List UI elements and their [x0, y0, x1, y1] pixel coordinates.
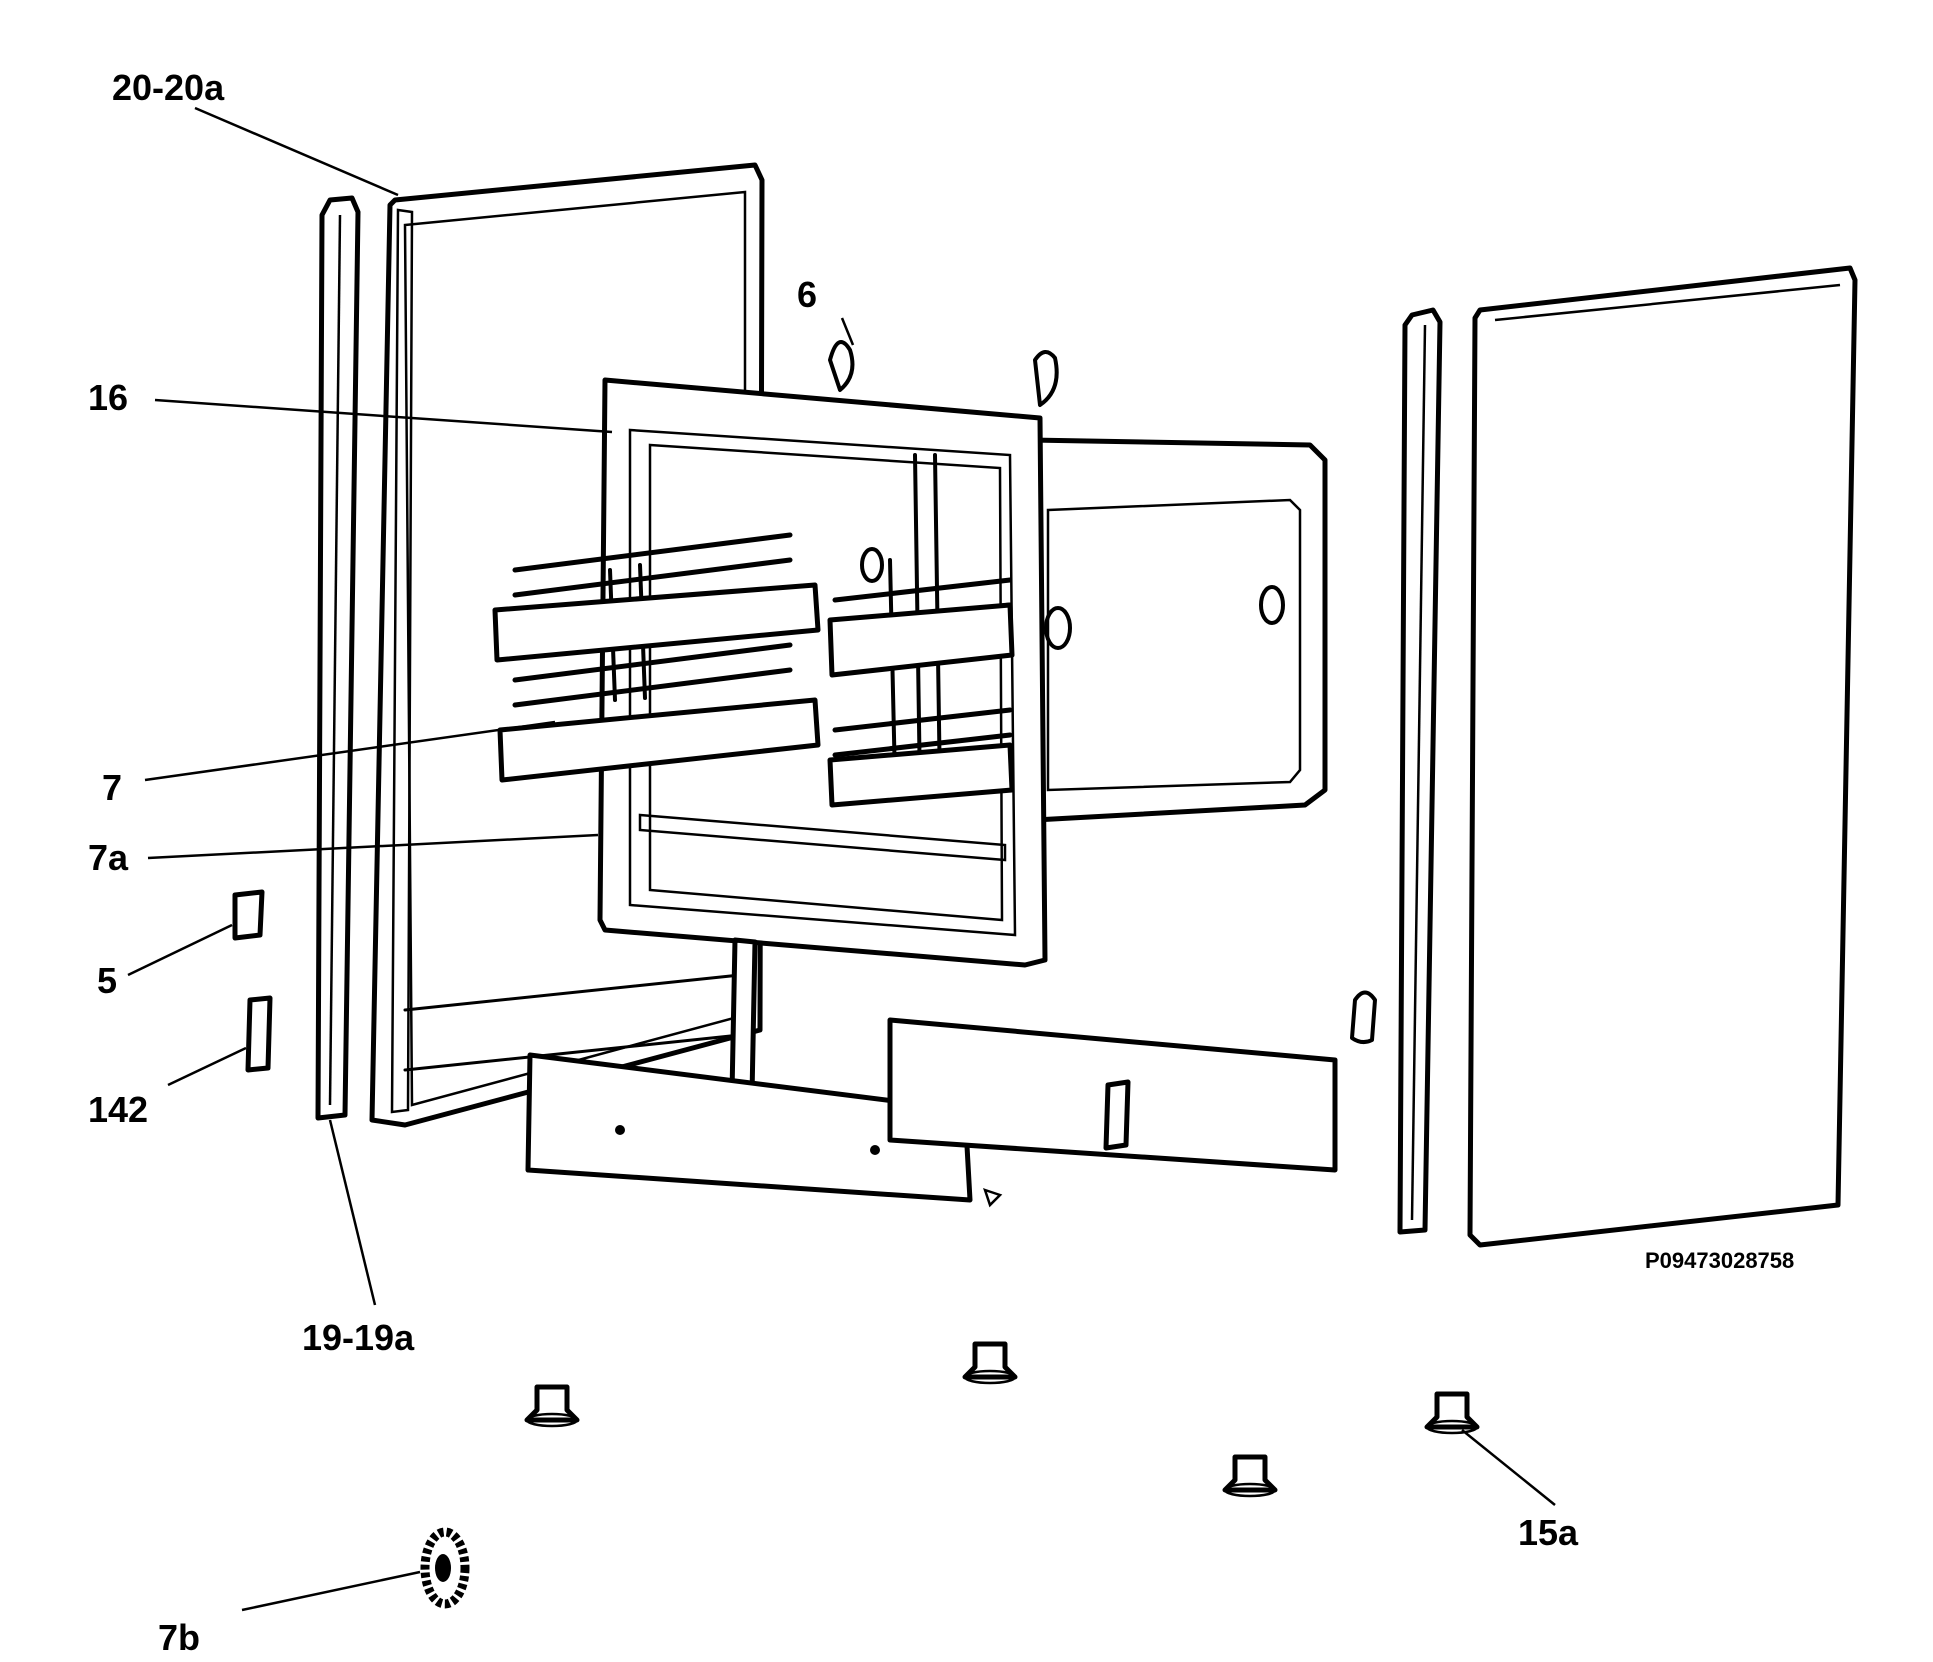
right-front-profile	[1397, 307, 1443, 1235]
oven-cavity	[492, 340, 1328, 968]
part-5-clip	[232, 889, 265, 941]
label-5: 5	[97, 960, 117, 1001]
left-front-profile	[315, 195, 361, 1121]
part-142-bracket	[245, 995, 273, 1073]
right-side-panel	[1467, 265, 1858, 1248]
label-6: 6	[797, 274, 817, 315]
label-7a: 7a	[88, 837, 129, 878]
reference-code: P09473028758	[1645, 1248, 1794, 1273]
label-7: 7	[102, 767, 122, 808]
bottom-plinth-panels	[525, 990, 1377, 1208]
leader-lines	[127, 106, 1556, 1612]
label-19-19a: 19-19a	[302, 1317, 415, 1358]
rear-support-post	[729, 937, 758, 1098]
part-7b-wheel	[420, 1527, 470, 1609]
adjustable-feet	[524, 1341, 1480, 1498]
label-142: 142	[88, 1089, 148, 1130]
label-15a: 15a	[1518, 1512, 1579, 1553]
label-7b: 7b	[158, 1617, 200, 1658]
label-20-20a: 20-20a	[112, 67, 225, 108]
label-16: 16	[88, 377, 128, 418]
